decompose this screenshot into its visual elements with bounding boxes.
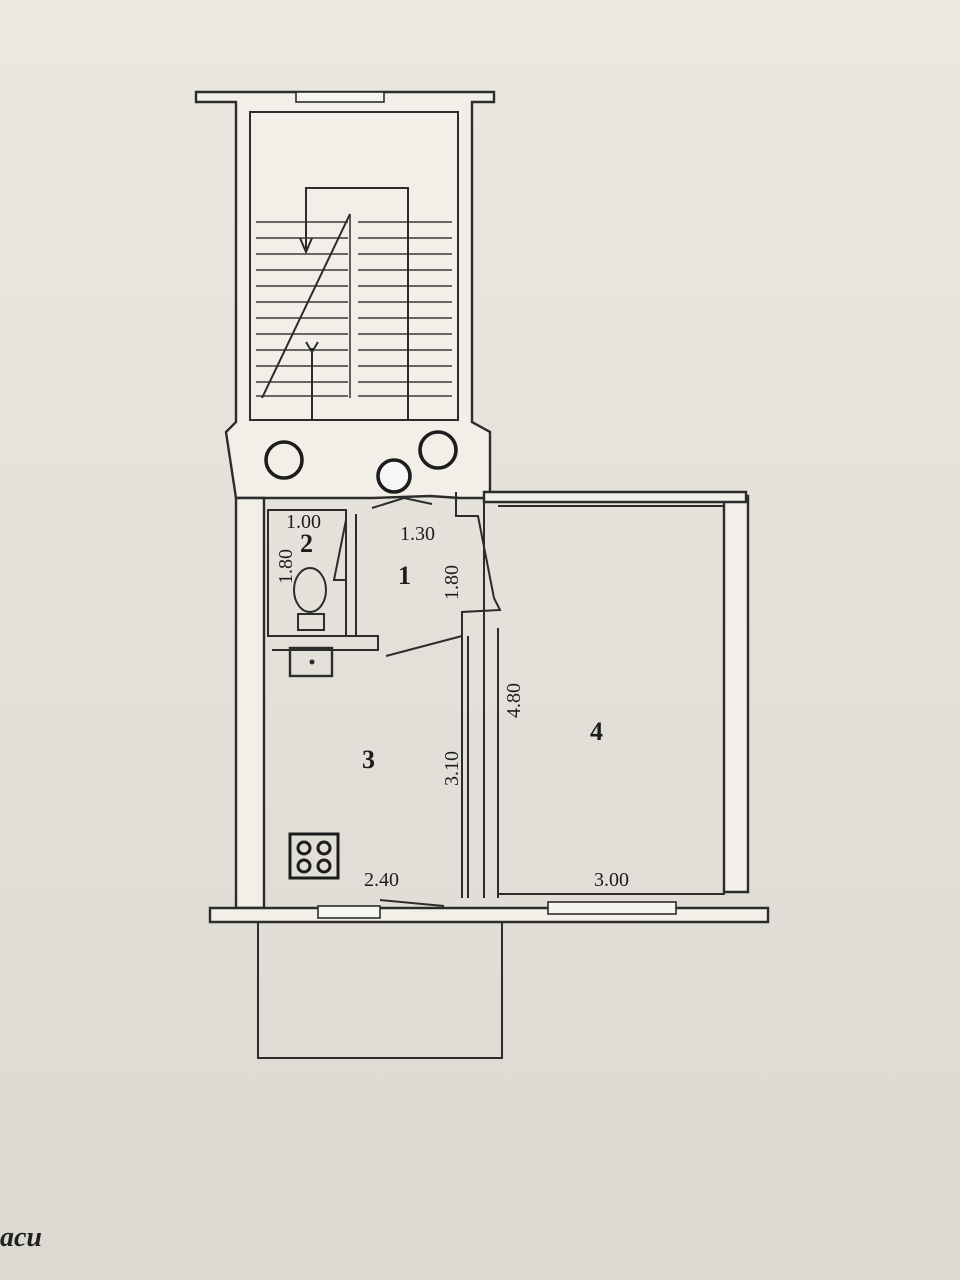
partition-room3-room4 [461,636,469,898]
stair-arrow-down-icon [299,237,313,255]
dim-room2-width: 1.00 [286,511,321,533]
pipe-riser-icon [418,430,458,470]
dim-room4-width: 3.00 [594,869,629,891]
stair-break-line [261,213,351,399]
room4-left-wall [483,498,499,898]
stairwell [194,90,496,500]
stair-arrow-up-icon [305,341,319,354]
dim-room3-length: 3.10 [441,751,463,786]
wc-inner [267,509,347,637]
room4-window [547,901,677,915]
dim-room1-length: 1.80 [441,565,463,600]
stair-steps-right [358,221,452,397]
sink-icon [288,646,334,678]
balcony [257,922,503,1059]
outer-wall-right [722,494,750,894]
dim-room4-length: 4.80 [503,683,525,718]
partition-wc-hall [345,514,357,636]
apartment-walls [208,490,770,1059]
stair-steps-left [256,221,348,397]
dim-room3-width: 2.40 [364,869,399,891]
toilet-icon [293,567,327,631]
room-number-1: 1 [398,561,411,590]
room-number-3: 3 [362,745,375,774]
kitchen-window [317,905,381,919]
outer-wall-top-right [482,490,748,504]
stair-railing [305,187,409,421]
room4-inner-border [498,505,725,895]
stairwell-inner-wall [249,111,459,421]
dim-room1-width: 1.30 [400,523,435,545]
stairwell-window [295,91,385,103]
outer-wall-left [234,496,266,910]
pipe-riser-icon [264,440,304,480]
room-number-4: 4 [590,717,603,746]
dim-room2-length: 1.80 [275,549,297,584]
balcony-door [379,899,445,907]
room-number-2: 2 [300,529,313,558]
hall-walls [332,492,502,636]
footer-text: аси [0,1222,42,1253]
gas-meter-icon [376,458,412,494]
stove-icon [288,832,340,880]
outer-wall-bottom [208,906,770,924]
door-swing-hall [385,635,463,657]
